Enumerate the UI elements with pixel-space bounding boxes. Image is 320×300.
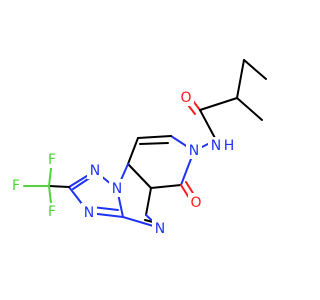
bond-upper-ch-to-top-ring-ch (137, 135, 172, 139)
bond-methine-to-carbonyl (199, 97, 238, 111)
bond-fused-top-to-fused-mid (127, 163, 152, 189)
bond-top-ch-to-fused-carbon (127, 137, 139, 165)
atom-label-nitrogen-triazole-top: N (87, 161, 103, 179)
svg-text:F: F (12, 178, 20, 194)
atom-label-nitrogen-triazole-bottom: N (81, 203, 97, 221)
svg-text:N: N (90, 163, 100, 179)
bond-methine-to-methyl-right (236, 97, 263, 121)
atom-label-nitrogen-pyridinone: N (186, 141, 202, 159)
atom-label-nitrogen-triazole-bridge: N (109, 179, 125, 197)
atom-label-nitrogen-pyrimidine: N (152, 219, 168, 237)
svg-text:N: N (211, 138, 221, 154)
bond-isopropyl-upper-methyl (243, 59, 267, 80)
svg-text:N: N (112, 181, 122, 197)
svg-text:O: O (180, 90, 191, 106)
atom-label-fluorine-top: F (45, 150, 59, 168)
bond-upper-ch-double-inner (139, 142, 169, 145)
atom-label-nitrogen-amide: N H (208, 137, 234, 155)
svg-text:N: N (189, 143, 199, 159)
molecule-structure-drawing: O N H N O N N N N (9, 59, 267, 237)
atom-label-oxygen-amide: O (178, 88, 194, 106)
molecule-structure-canvas: O N H N O N N N N (9, 59, 267, 237)
bond-fused-mid-to-lower-ch (145, 187, 152, 216)
svg-text:N: N (155, 221, 165, 237)
atom-label-fluorine-bottom: F (45, 203, 59, 221)
bond-isopropyl-methyl-to-methine (236, 59, 245, 99)
bond-cf3-carbon-to-cf3-center (48, 185, 70, 188)
bond-ketone-carbon-to-fused-carbon (150, 184, 182, 189)
svg-text:N: N (84, 205, 94, 221)
atom-label-fluorine-left: F (9, 177, 23, 195)
svg-text:H: H (224, 138, 235, 154)
atom-label-oxygen-ketone: O (188, 193, 204, 211)
svg-text:O: O (190, 195, 201, 211)
bond-carbonyl-to-amide-n (199, 109, 217, 141)
svg-text:F: F (48, 204, 56, 220)
svg-text:F: F (48, 152, 56, 168)
